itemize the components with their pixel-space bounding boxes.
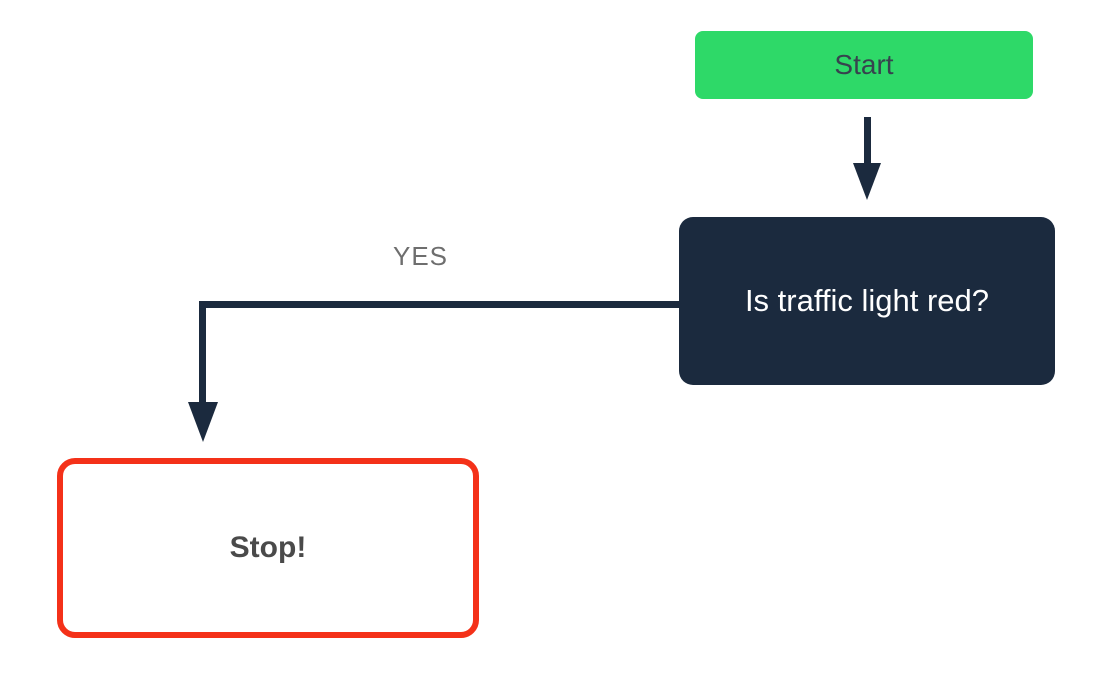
arrowhead-down-icon — [853, 163, 881, 200]
connector-start-to-decision-line — [864, 117, 871, 165]
connector-decision-to-stop-vertical-line — [199, 301, 206, 404]
decision-node: Is traffic light red? — [679, 217, 1055, 385]
decision-node-label: Is traffic light red? — [744, 283, 990, 318]
connector-decision-to-stop-horizontal-line — [199, 301, 680, 308]
arrowhead-down-icon — [188, 402, 218, 442]
stop-node: Stop! — [57, 458, 479, 638]
start-node: Start — [695, 31, 1033, 99]
edge-label-yes: YES — [393, 241, 449, 271]
start-node-label: Start — [834, 49, 894, 80]
stop-node-label: Stop! — [229, 531, 307, 564]
